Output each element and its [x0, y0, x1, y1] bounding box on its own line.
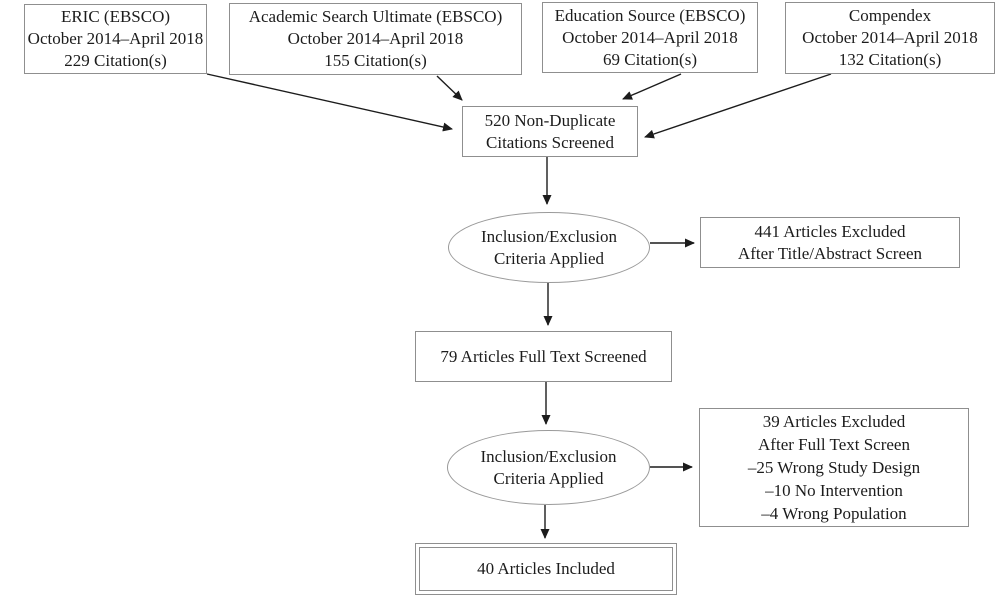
criteria-line-1: Inclusion/Exclusion — [481, 226, 617, 246]
source-citation-count: 155 Citation(s) — [324, 51, 427, 70]
excluded2-line-4: –10 No Intervention — [765, 481, 903, 500]
criteria-ellipse-full-text: Inclusion/Exclusion Criteria Applied — [447, 430, 650, 505]
source-name: ERIC (EBSCO) — [60, 7, 171, 26]
source-name: Academic Search Ultimate (EBSCO) — [248, 7, 503, 26]
source-date-range: October 2014–April 2018 — [27, 29, 204, 48]
source-citation-count: 132 Citation(s) — [838, 50, 942, 69]
included-box-inner: 40 Articles Included — [419, 547, 673, 591]
screened-line-2: Citations Screened — [486, 132, 614, 152]
source-name: Education Source (EBSCO) — [554, 5, 746, 25]
excluded-full-text-box: 39 Articles Excluded After Full Text Scr… — [699, 408, 969, 527]
excluded-title-abstract-box: 441 Articles Excluded After Title/Abstra… — [700, 217, 960, 268]
screened-line-1: 520 Non-Duplicate — [484, 110, 616, 130]
criteria-line-2: Criteria Applied — [493, 468, 604, 488]
source-date-range: October 2014–April 2018 — [287, 29, 464, 48]
screened-citations-box: 520 Non-Duplicate Citations Screened — [462, 106, 638, 157]
arrow-education-source-to-screened — [622, 73, 682, 100]
excluded2-line-2: After Full Text Screen — [758, 435, 910, 454]
included-label: 40 Articles Included — [477, 559, 615, 578]
included-box: 40 Articles Included — [415, 543, 677, 595]
criteria-line-1: Inclusion/Exclusion — [480, 446, 617, 466]
source-box-compendex: Compendex October 2014–April 2018 132 Ci… — [785, 2, 995, 74]
excluded1-line-2: After Title/Abstract Screen — [737, 243, 923, 263]
source-name: Compendex — [848, 6, 932, 25]
source-date-range: October 2014–April 2018 — [562, 27, 738, 47]
excluded2-line-1: 39 Articles Excluded — [762, 412, 906, 431]
excluded2-line-3: –25 Wrong Study Design — [747, 458, 921, 477]
excluded1-line-1: 441 Articles Excluded — [754, 221, 906, 241]
full-text-screened-box: 79 Articles Full Text Screened — [415, 331, 672, 382]
arrow-eric-to-screened — [206, 73, 453, 132]
criteria-ellipse-title-abstract: Inclusion/Exclusion Criteria Applied — [448, 212, 650, 283]
arrow-compendex-to-screened — [644, 73, 832, 139]
source-box-education-source: Education Source (EBSCO) October 2014–Ap… — [542, 2, 758, 73]
source-date-range: October 2014–April 2018 — [802, 28, 978, 47]
source-box-eric: ERIC (EBSCO) October 2014–April 2018 229… — [24, 4, 207, 74]
source-citation-count: 69 Citation(s) — [603, 49, 697, 69]
criteria-line-2: Criteria Applied — [493, 248, 604, 268]
source-citation-count: 229 Citation(s) — [64, 51, 167, 70]
source-box-academic-search-ultimate: Academic Search Ultimate (EBSCO) October… — [229, 3, 522, 75]
arrow-academic-search-to-screened — [436, 75, 463, 101]
fulltext-label: 79 Articles Full Text Screened — [440, 346, 647, 366]
excluded2-line-5: –4 Wrong Population — [761, 504, 907, 523]
